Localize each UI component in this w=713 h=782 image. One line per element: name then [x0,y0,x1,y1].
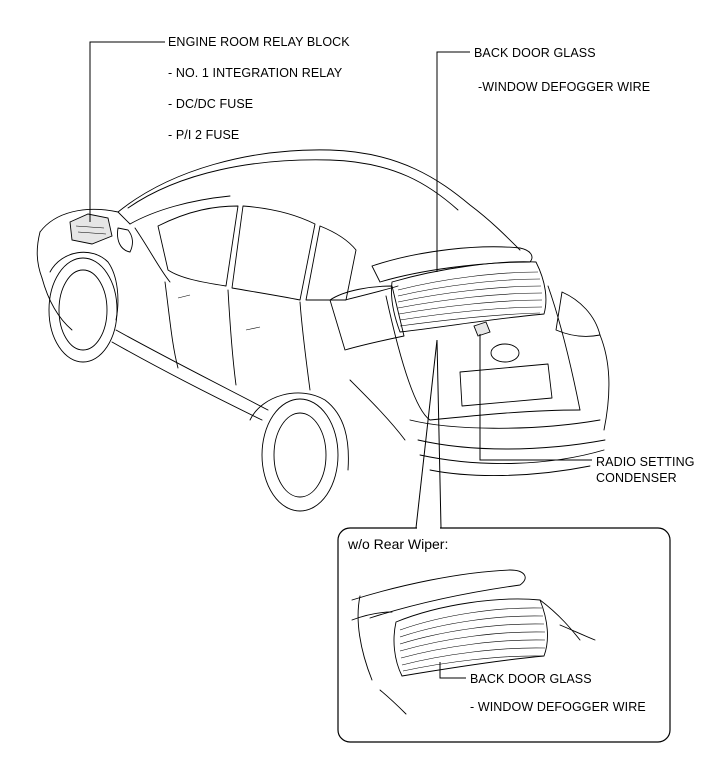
inset-frame [337,527,671,743]
condenser-label: CONDENSER [596,471,677,485]
radio-setting-condenser-icon [473,321,491,337]
back-door-glass-main [391,261,547,333]
dcdc-fuse-label: - DC/DC FUSE [168,97,254,111]
vehicle-body [36,149,610,512]
back-door-glass-label: BACK DOOR GLASS [474,46,596,60]
inset-window-defogger-wire-label: - WINDOW DEFOGGER WIRE [470,700,646,714]
inset-back-door-glass-label: BACK DOOR GLASS [470,672,592,686]
radio-setting-label: RADIO SETTING [596,455,695,469]
engine-room-relay-block-label: ENGINE ROOM RELAY BLOCK [168,35,350,49]
inset-title: w/o Rear Wiper: [348,536,449,552]
window-defogger-wire-label: -WINDOW DEFOGGER WIRE [478,80,651,94]
inset-car-rear [351,569,596,715]
pi2-fuse-label: - P/I 2 FUSE [168,128,240,142]
no1-integration-relay-label: - NO. 1 INTEGRATION RELAY [168,66,343,80]
engine-room-relay-block-icon [69,213,113,245]
